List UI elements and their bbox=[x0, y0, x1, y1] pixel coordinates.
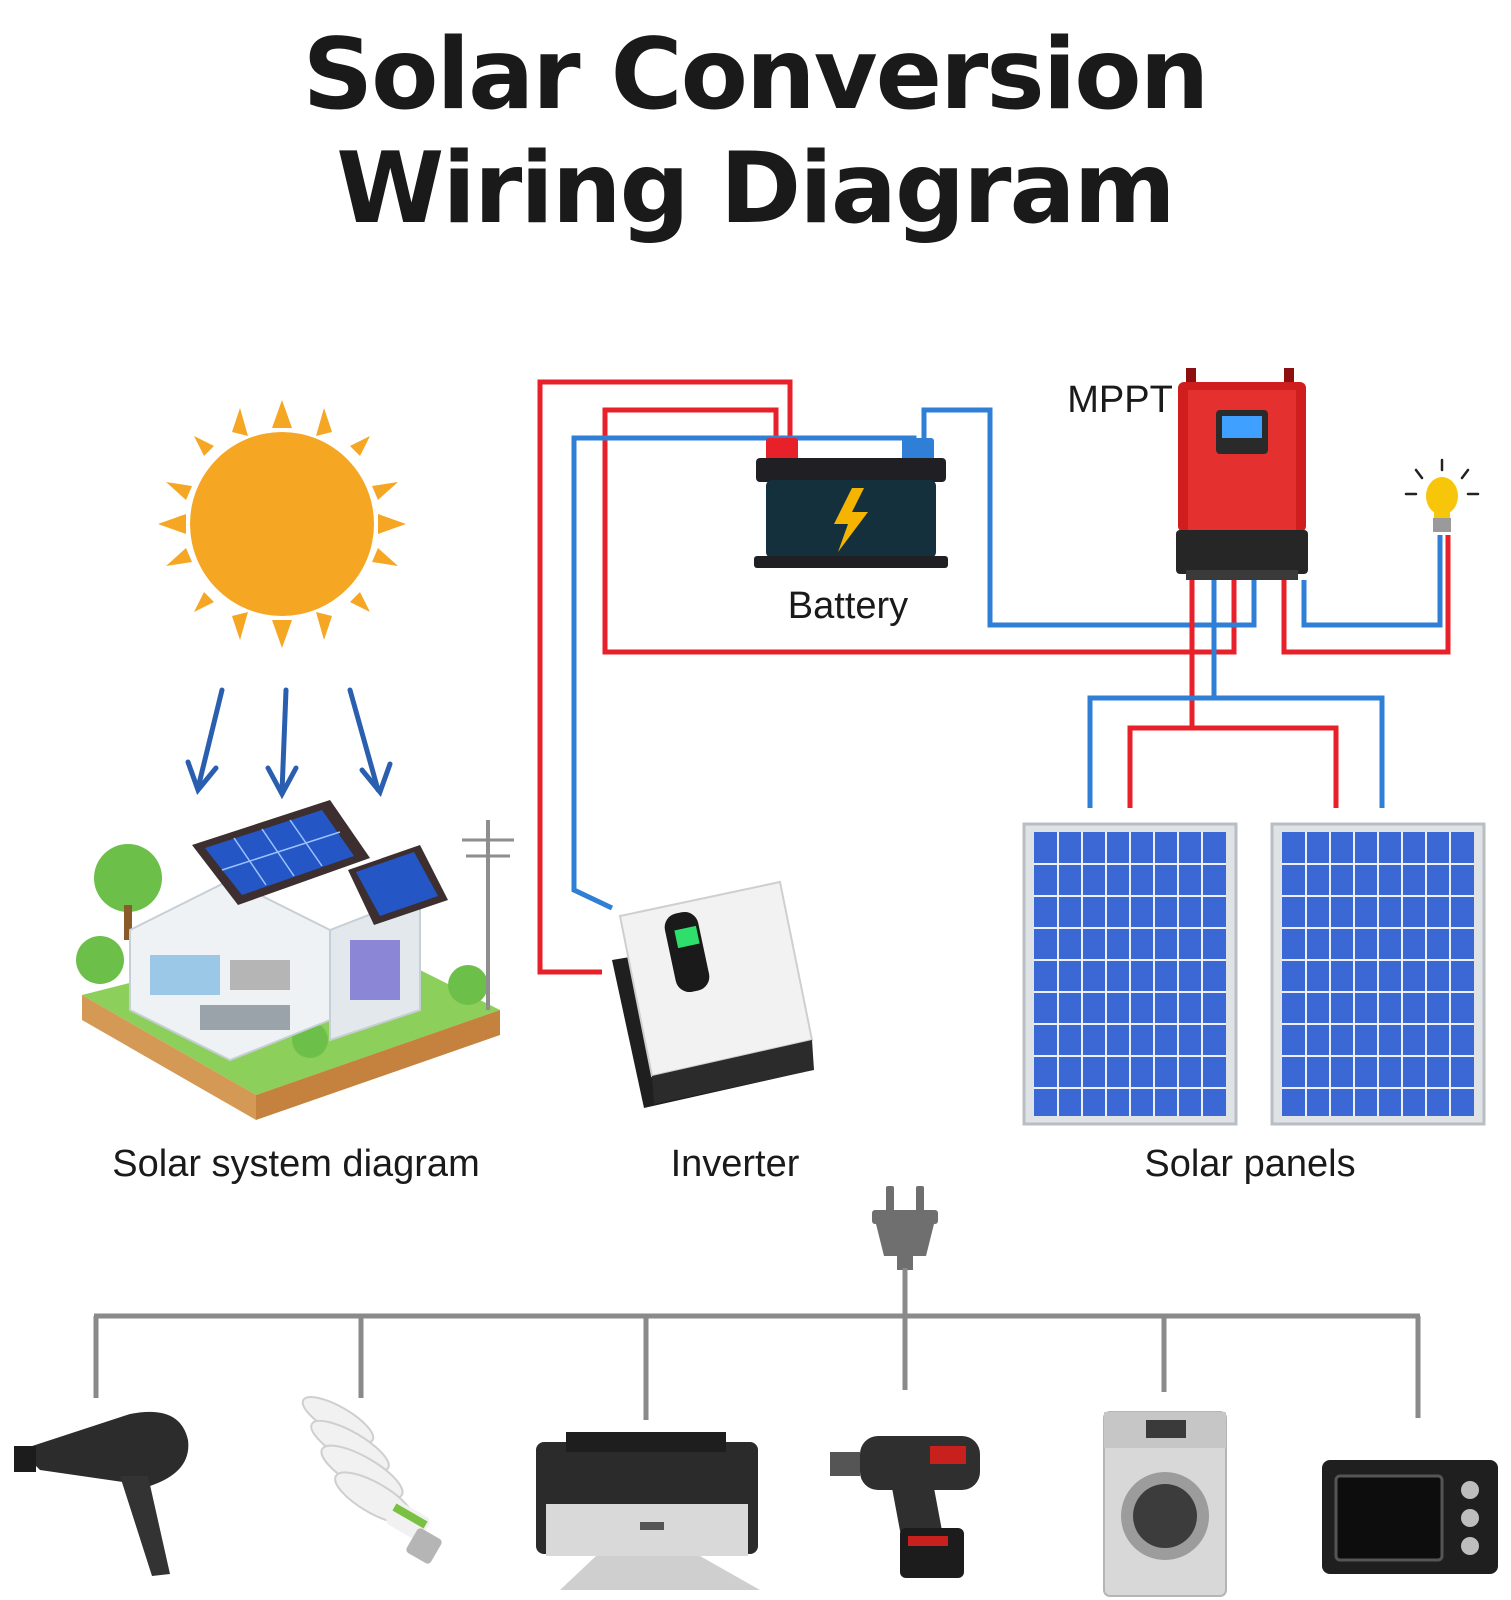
solar-panel-left-icon bbox=[1022, 822, 1238, 1126]
toaster-oven-icon bbox=[1322, 1460, 1498, 1574]
plug-icon bbox=[872, 1186, 938, 1270]
title-line-2: Wiring Diagram bbox=[336, 132, 1173, 246]
sun-icon bbox=[158, 400, 406, 648]
battery-icon bbox=[754, 438, 948, 568]
solar-house-illustration bbox=[76, 800, 514, 1120]
load-distribution-lines bbox=[93, 1268, 1421, 1420]
title-line-1: Solar Conversion bbox=[303, 18, 1208, 132]
inverter-label: Inverter bbox=[671, 1143, 800, 1185]
solar-panel-right-icon bbox=[1270, 822, 1486, 1126]
hair-dryer-icon bbox=[14, 1411, 189, 1576]
wires bbox=[537, 379, 1451, 975]
cordless-drill-icon bbox=[830, 1436, 980, 1578]
washing-machine-icon bbox=[1103, 1411, 1227, 1597]
mppt-controller-icon bbox=[1176, 368, 1308, 580]
light-bulb-icon bbox=[1404, 458, 1480, 532]
mppt-label: MPPT bbox=[1067, 379, 1173, 421]
battery-label: Battery bbox=[788, 585, 908, 627]
solar-panels-label: Solar panels bbox=[1144, 1143, 1355, 1185]
inverter-icon bbox=[612, 880, 814, 1108]
solar-system-label: Solar system diagram bbox=[112, 1143, 479, 1185]
cfl-bulb-icon bbox=[301, 1396, 442, 1564]
sunlight-arrows bbox=[185, 687, 393, 800]
printer-icon bbox=[536, 1432, 760, 1590]
